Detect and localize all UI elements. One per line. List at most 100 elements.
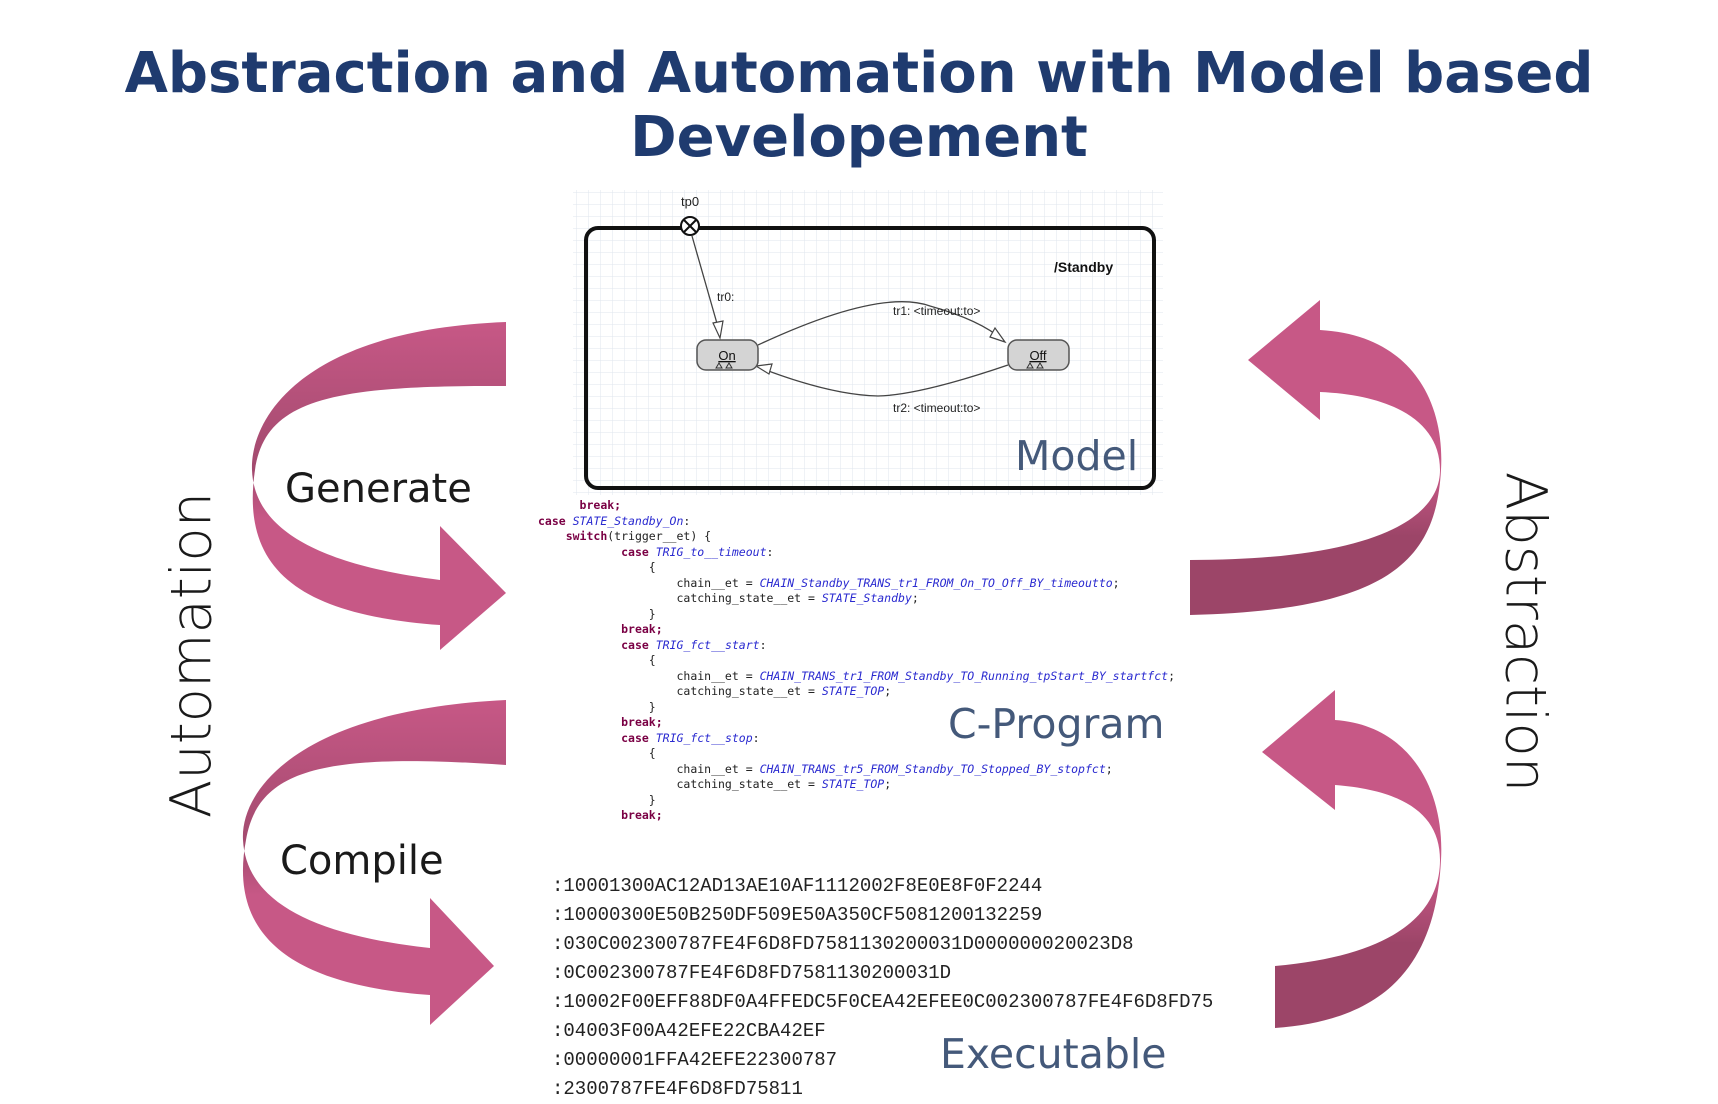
- code-token: catching_state__et =: [538, 591, 822, 605]
- hex-line: :04003F00A42EFE22CBA42EF: [552, 1020, 826, 1042]
- transition-tr1: [757, 301, 1007, 346]
- code-line: chain__et = CHAIN_TRANS_tr5_FROM_Standby…: [538, 762, 1188, 778]
- code-line: case STATE_Standby_On:: [538, 514, 1188, 530]
- code-token: :: [752, 730, 760, 745]
- code-token: (trigger__et) {: [607, 529, 712, 543]
- code-line: }: [538, 793, 1188, 809]
- code-token: case: [538, 513, 573, 528]
- code-token: break;: [621, 715, 663, 729]
- page-title: Abstraction and Automation with Model ba…: [0, 42, 1718, 170]
- code-token: break;: [621, 622, 663, 636]
- code-token: }: [538, 699, 656, 714]
- code-token: STATE_Standby: [821, 591, 912, 605]
- code-token: chain__et =: [538, 761, 760, 776]
- code-token: [538, 638, 621, 652]
- code-token: [538, 715, 621, 729]
- abstraction-arrow-upper: [1190, 300, 1442, 615]
- code-line: case TRIG_fct__stop:: [538, 731, 1188, 747]
- abstraction-label: Abstraction: [1492, 471, 1558, 793]
- code-token: break;: [621, 808, 663, 822]
- automation-label: Automation: [159, 491, 225, 819]
- hex-line: :10000300E50B250DF509E50A350CF5081200132…: [552, 904, 1043, 926]
- hex-line: :10002F00EFF88DF0A4FFEDC5F0CEA42EFEE0C00…: [552, 991, 1214, 1013]
- code-token: STATE_TOP: [821, 684, 885, 698]
- code-line: }: [538, 700, 1188, 716]
- code-line: switch(trigger__et) {: [538, 529, 1188, 545]
- title-line-1: Abstraction and Automation with Model ba…: [124, 41, 1594, 106]
- compile-arrow: [242, 700, 506, 1025]
- code-token: case: [621, 637, 656, 652]
- code-token: [538, 529, 566, 543]
- code-token: CHAIN_TRANS_tr5_FROM_Standby_TO_Stopped_…: [759, 761, 1106, 776]
- code-token: {: [538, 560, 656, 574]
- code-line: catching_state__et = STATE_TOP;: [538, 777, 1188, 793]
- title-line-2: Developement: [630, 105, 1088, 170]
- code-token: case: [621, 544, 656, 559]
- tp0-label: tp0: [681, 194, 699, 209]
- code-line: case TRIG_fct__start:: [538, 638, 1188, 654]
- code-token: switch: [565, 529, 608, 543]
- generate-label: Generate: [285, 466, 472, 512]
- code-token: chain__et =: [538, 668, 760, 683]
- code-token: [538, 731, 621, 745]
- c-program-layer-title: C-Program: [948, 700, 1165, 748]
- code-token: CHAIN_TRANS_tr1_FROM_Standby_TO_Running_…: [759, 668, 1169, 683]
- code-token: break;: [579, 498, 622, 512]
- executable-hex-dump: :10001300AC12AD13AE10AF1112002F8E0E8F0F2…: [552, 872, 1277, 1100]
- code-token: ;: [884, 684, 892, 698]
- hex-line: :2300787FE4F6D8FD75811: [552, 1078, 803, 1100]
- code-line: break;: [538, 715, 1188, 731]
- generate-arrow: [251, 322, 506, 650]
- code-line: {: [538, 560, 1188, 576]
- code-line: {: [538, 653, 1188, 669]
- code-line: case TRIG_to__timeout:: [538, 545, 1188, 561]
- code-token: TRIG_to__timeout: [655, 544, 767, 559]
- code-token: }: [538, 792, 656, 807]
- standby-region-box: [584, 226, 1156, 490]
- tr0-label: tr0:: [717, 290, 734, 304]
- code-token: [538, 498, 580, 512]
- code-token: TRIG_fct__stop: [655, 730, 753, 745]
- code-token: ;: [911, 591, 919, 605]
- code-line: break;: [538, 622, 1188, 638]
- code-token: CHAIN_Standby_TRANS_tr1_FROM_On_TO_Off_B…: [759, 575, 1113, 590]
- code-token: :: [766, 544, 774, 559]
- code-token: [538, 622, 621, 636]
- tr2-label: tr2: <timeout:to>: [893, 401, 980, 415]
- hex-line: :0C002300787FE4F6D8FD7581130200031D: [552, 962, 952, 984]
- model-layer-title: Model: [1015, 432, 1139, 480]
- code-token: :: [759, 637, 767, 652]
- code-token: ;: [884, 777, 892, 791]
- code-token: ;: [1112, 575, 1120, 590]
- tr1-label: tr1: <timeout:to>: [893, 304, 980, 318]
- transition-tr2: [754, 363, 1009, 397]
- code-token: {: [538, 746, 656, 760]
- state-on: On: [696, 339, 759, 371]
- c-program-code: break; case STATE_Standby_On: switch(trig…: [538, 498, 1188, 822]
- code-token: {: [538, 653, 656, 667]
- code-token: TRIG_fct__start: [655, 637, 760, 652]
- code-line: catching_state__et = STATE_TOP;: [538, 684, 1188, 700]
- code-token: ;: [1168, 668, 1175, 683]
- hex-line: :00000001FFA42EFE22300787: [552, 1049, 838, 1071]
- initial-transition: [691, 235, 724, 340]
- code-token: chain__et =: [538, 575, 760, 590]
- code-line: chain__et = CHAIN_Standby_TRANS_tr1_FROM…: [538, 576, 1188, 592]
- state-on-label: On: [718, 348, 735, 363]
- hex-line: :10001300AC12AD13AE10AF1112002F8E0E8F0F2…: [552, 875, 1043, 897]
- executable-layer-title: Executable: [940, 1030, 1167, 1078]
- code-line: }: [538, 607, 1188, 623]
- code-token: [538, 545, 621, 559]
- code-token: catching_state__et =: [538, 684, 822, 698]
- hex-line: :030C002300787FE4F6D8FD7581130200031D000…: [552, 933, 1134, 955]
- transition-point-icon: [680, 216, 700, 236]
- code-line: break;: [538, 498, 1188, 514]
- code-token: [538, 808, 621, 822]
- code-line: catching_state__et = STATE_Standby;: [538, 591, 1188, 607]
- code-token: :: [683, 513, 691, 528]
- code-line: chain__et = CHAIN_TRANS_tr1_FROM_Standby…: [538, 669, 1188, 685]
- code-token: ;: [1105, 761, 1113, 776]
- state-off-label: Off: [1029, 348, 1046, 363]
- code-token: STATE_TOP: [821, 777, 885, 791]
